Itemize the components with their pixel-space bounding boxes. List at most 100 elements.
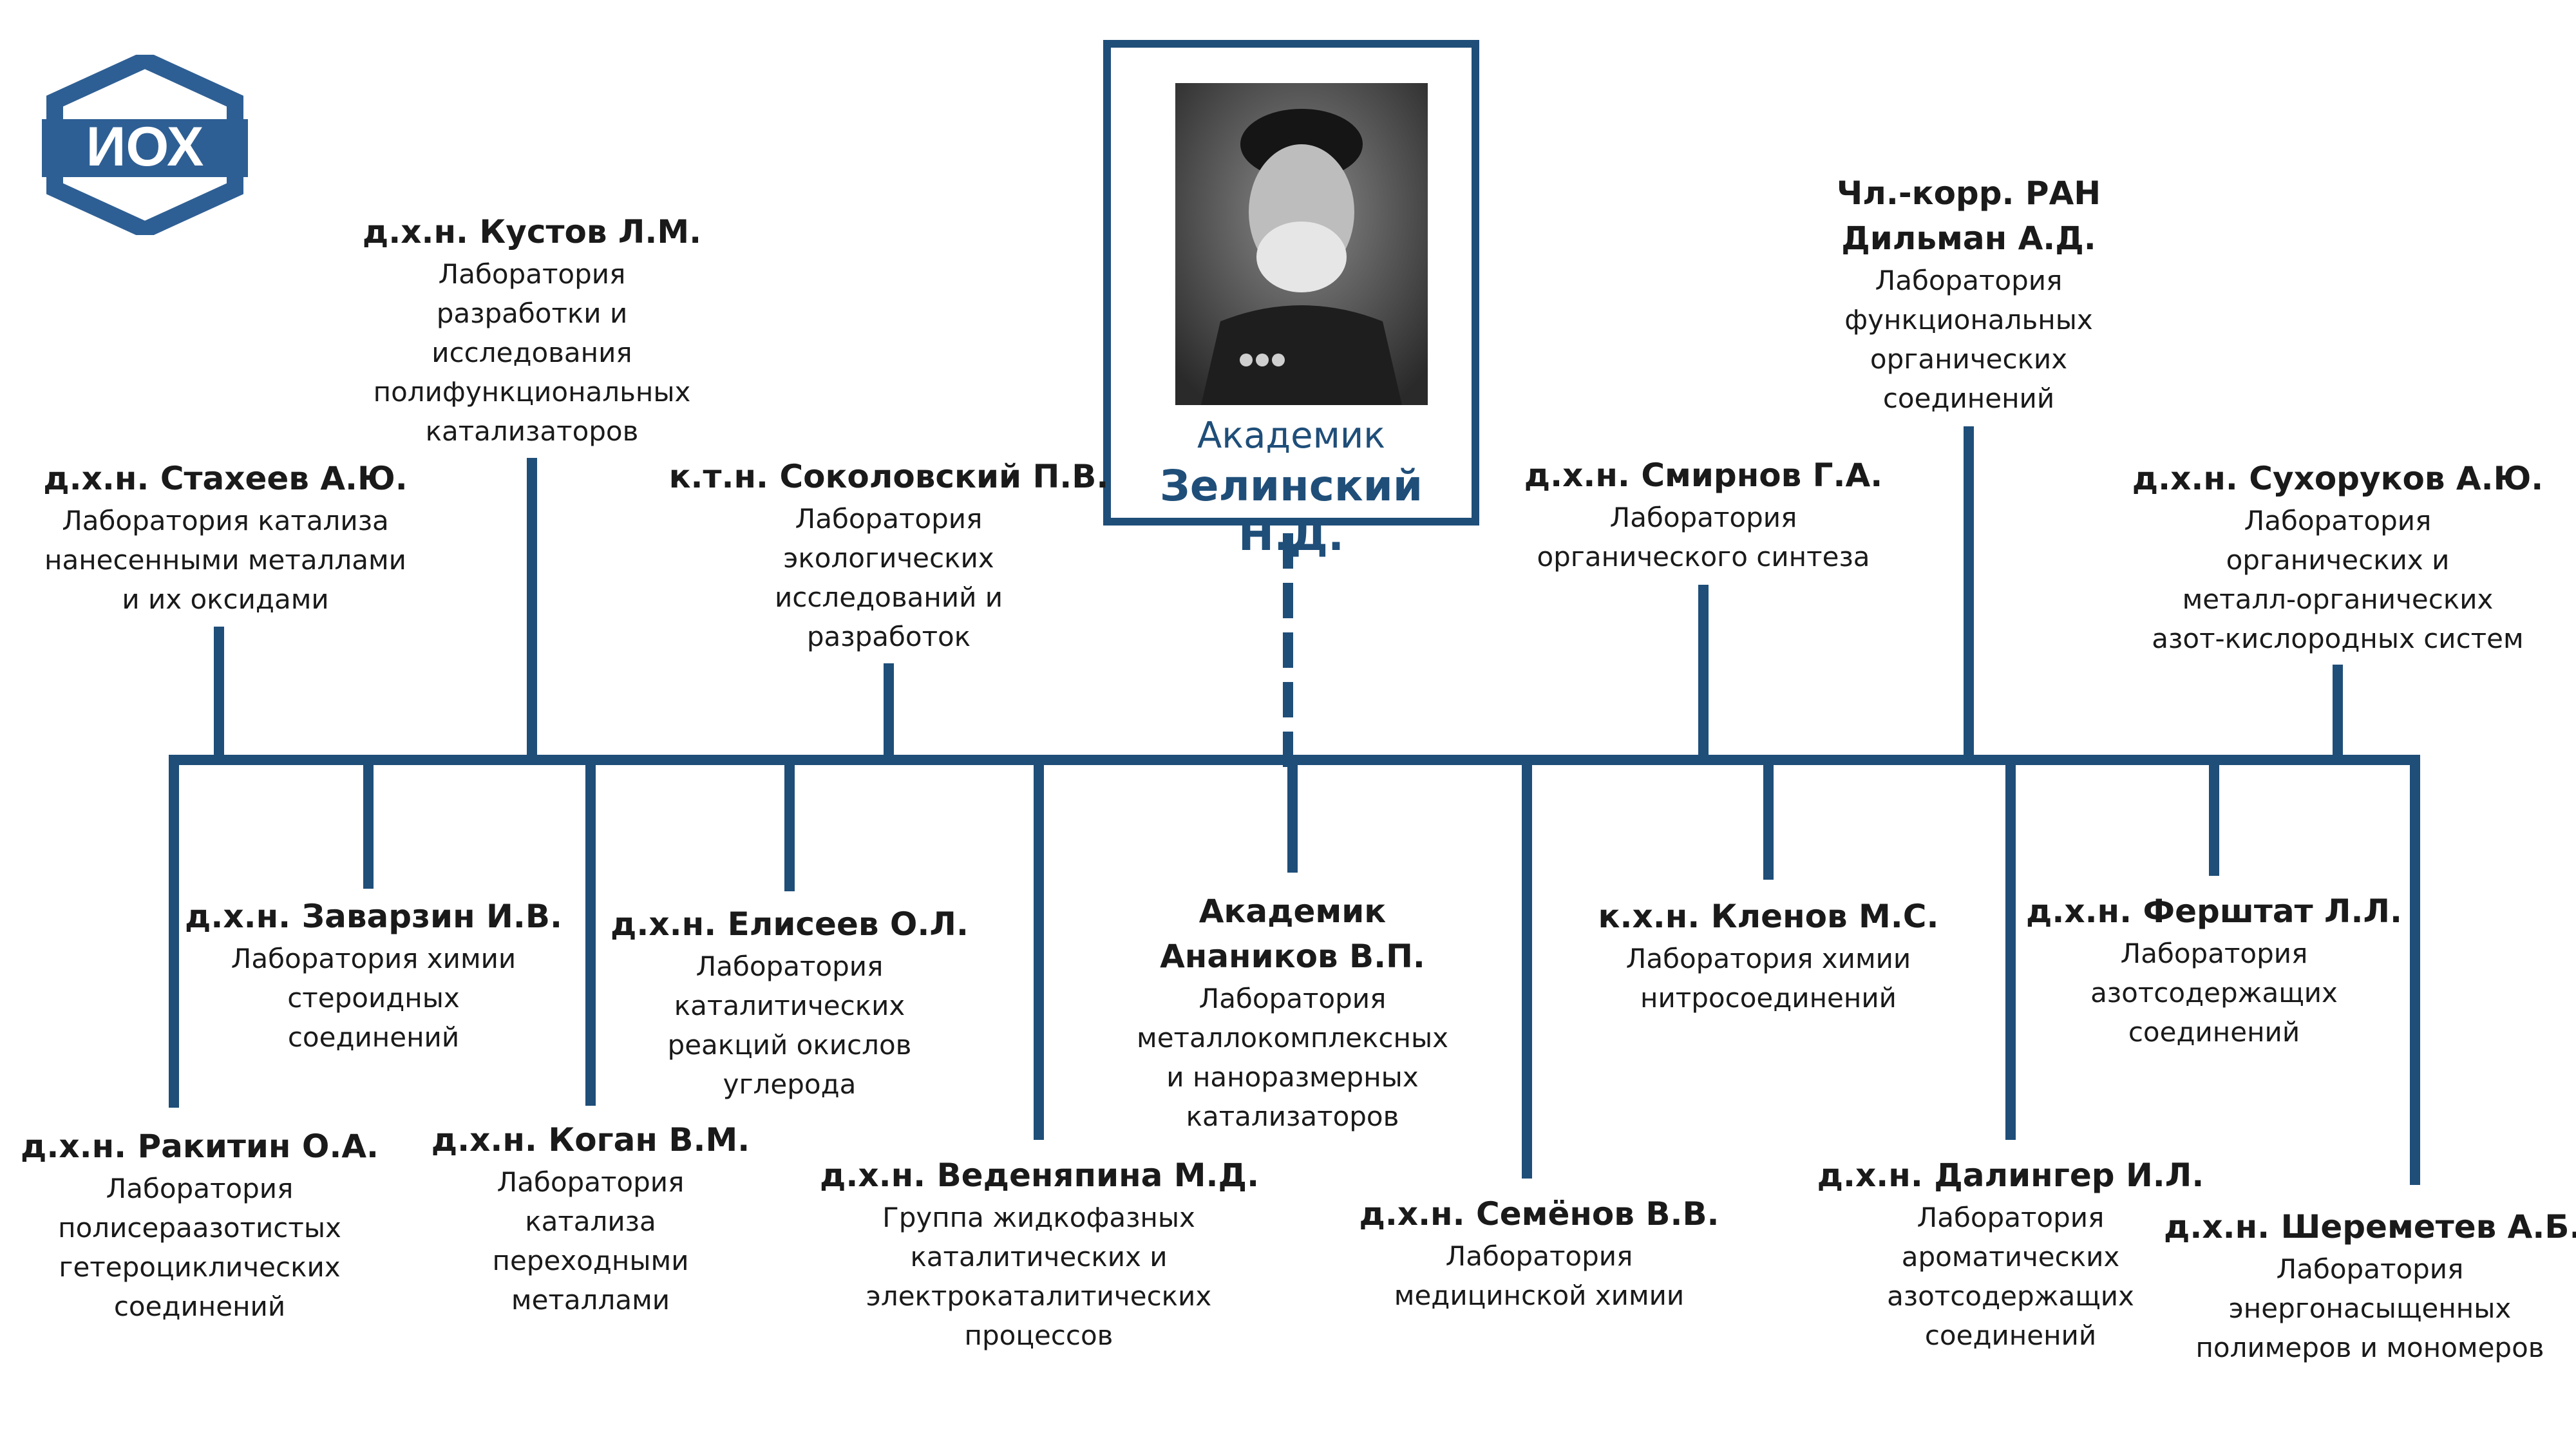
connector-line bbox=[1763, 760, 1774, 880]
connector-line bbox=[1522, 760, 1532, 1179]
head-name: д.х.н. Ракитин О.А. bbox=[20, 1128, 379, 1165]
lab-line: органического синтеза bbox=[1537, 541, 1870, 573]
connector-line bbox=[169, 760, 179, 1108]
connector-line bbox=[1287, 760, 1298, 873]
lab-line: Лаборатория bbox=[1198, 983, 1387, 1014]
lab-line: Лаборатория химии bbox=[231, 943, 516, 974]
head-name: Дильман А.Д. bbox=[1841, 220, 2096, 257]
lab-line: Лаборатория bbox=[438, 258, 626, 290]
lab-line: Группа жидкофазных bbox=[882, 1202, 1195, 1233]
lab-line: медицинской химии bbox=[1394, 1280, 1685, 1311]
head-name: д.х.н. Стахеев А.Ю. bbox=[43, 460, 408, 497]
head-name: д.х.н. Смирнов Г.А. bbox=[1524, 457, 1883, 494]
lab-line: гетероциклических bbox=[59, 1251, 341, 1283]
lab-node-rakitin: д.х.н. Ракитин О.А. Лаборатория полисера… bbox=[6, 1124, 393, 1326]
lab-node-vedenyapina: д.х.н. Веденяпина М.Д. Группа жидкофазны… bbox=[820, 1153, 1260, 1355]
lab-line: процессов bbox=[964, 1320, 1113, 1351]
connector-line bbox=[585, 760, 596, 1106]
lab-line: электрокаталитических bbox=[866, 1280, 1212, 1312]
lab-line: соединений bbox=[287, 1021, 460, 1053]
head-name: д.х.н. Семёнов В.В. bbox=[1359, 1195, 1719, 1233]
head-name: д.х.н. Веденяпина М.Д. bbox=[820, 1157, 1260, 1194]
lab-line: разработок bbox=[806, 621, 971, 652]
lab-node-klenov: к.х.н. Кленов М.С. Лаборатория химии нит… bbox=[1562, 894, 1975, 1018]
lab-line: азотсодержащих bbox=[1887, 1280, 2134, 1312]
lab-line: металлокомплексных bbox=[1137, 1022, 1448, 1054]
connector-line bbox=[2005, 760, 2016, 1140]
lab-line: соединений bbox=[2128, 1016, 2300, 1048]
lab-line: реакций окислов bbox=[667, 1029, 912, 1061]
lab-line: соединений bbox=[113, 1291, 286, 1322]
founder-card: Академик Зелинский Н.Д. bbox=[1103, 40, 1479, 560]
head-name: д.х.н. Елисеев О.Л. bbox=[611, 905, 969, 943]
lab-line: переходными bbox=[492, 1245, 689, 1276]
head-name: д.х.н. Шереметев А.Б. bbox=[2164, 1208, 2576, 1245]
lab-line: полимеров и мономеров bbox=[2195, 1332, 2544, 1363]
head-title: Чл.-корр. РАН bbox=[1836, 175, 2101, 212]
lab-line: энергонасыщенных bbox=[2228, 1293, 2512, 1324]
logo-text: ИОХ bbox=[86, 116, 204, 178]
lab-line: полифункциональных bbox=[373, 376, 691, 408]
lab-node-semenov: д.х.н. Семёнов В.В. Лаборатория медицинс… bbox=[1336, 1191, 1742, 1315]
lab-line: Лаборатория bbox=[795, 503, 983, 535]
lab-node-zavarzin: д.х.н. Заварзин И.В. Лаборатория химии с… bbox=[180, 894, 567, 1057]
lab-line: и их оксидами bbox=[122, 583, 329, 615]
lab-line: Лаборатория bbox=[1917, 1202, 2105, 1233]
lab-line: ароматических bbox=[1901, 1241, 2120, 1273]
lab-line: катализа bbox=[525, 1206, 656, 1237]
lab-line: Лаборатория bbox=[497, 1166, 685, 1198]
connector-line bbox=[363, 760, 374, 889]
connector-line bbox=[784, 760, 795, 891]
connector-line bbox=[1964, 426, 1974, 755]
connector-line bbox=[2410, 760, 2420, 1185]
lab-node-sukhorukov: д.х.н. Сухоруков А.Ю. Лаборатория органи… bbox=[2119, 456, 2557, 658]
lab-line: Лаборатория химии bbox=[1625, 943, 1911, 974]
lab-line: каталитических bbox=[674, 990, 905, 1021]
lab-line: катализаторов bbox=[1186, 1101, 1399, 1132]
head-name: д.х.н. Далингер И.Л. bbox=[1817, 1157, 2204, 1194]
lab-line: Лаборатория катализа bbox=[62, 505, 389, 536]
connector-dash bbox=[1283, 583, 1293, 618]
head-name: д.х.н. Коган В.М. bbox=[431, 1121, 750, 1159]
lab-line: экологических bbox=[783, 542, 994, 574]
lab-line: Лаборатория bbox=[2244, 505, 2432, 536]
head-name: к.х.н. Кленов М.С. bbox=[1598, 898, 1939, 935]
lab-line: органических bbox=[1870, 343, 2068, 375]
institute-logo: ИОХ bbox=[42, 55, 248, 235]
connector-line bbox=[527, 458, 537, 755]
connector-line bbox=[884, 663, 894, 755]
head-name: Анаников В.П. bbox=[1160, 938, 1425, 975]
lab-line: металлами bbox=[511, 1284, 670, 1316]
lab-node-sheremetev: д.х.н. Шереметев А.Б. Лаборатория энерго… bbox=[2164, 1204, 2576, 1367]
lab-line: Лаборатория bbox=[1875, 265, 2063, 296]
lab-line: исследования bbox=[431, 337, 632, 368]
lab-node-ananikov: Академик Анаников В.П. Лаборатория метал… bbox=[1099, 889, 1486, 1136]
head-name: д.х.н. Сухоруков А.Ю. bbox=[2132, 460, 2544, 497]
lab-line: азот-кислородных систем bbox=[2152, 623, 2524, 654]
lab-node-dalinger: д.х.н. Далингер И.Л. Лаборатория аромати… bbox=[1804, 1153, 2217, 1355]
lab-node-dilman: Чл.-корр. РАН Дильман А.Д. Лаборатория ф… bbox=[1776, 171, 2162, 418]
lab-node-kustov: д.х.н. Кустов Л.М. Лаборатория разработк… bbox=[339, 209, 725, 451]
connector-dash bbox=[1283, 533, 1293, 569]
lab-line: соединений bbox=[1882, 383, 2055, 414]
lab-node-sokolovsky: к.т.н. Соколовский П.В. Лаборатория экол… bbox=[663, 454, 1114, 656]
lab-node-stakheev: д.х.н. Стахеев А.Ю. Лаборатория катализа… bbox=[13, 456, 438, 619]
lab-line: функциональных bbox=[1844, 304, 2093, 336]
lab-line: металл-органических bbox=[2182, 583, 2494, 615]
head-title: Академик bbox=[1198, 893, 1387, 930]
lab-line: каталитических и bbox=[910, 1241, 1168, 1273]
head-name: д.х.н. Заварзин И.В. bbox=[185, 898, 562, 935]
portrait-photo bbox=[1175, 83, 1428, 405]
connector-line bbox=[1698, 585, 1709, 755]
head-name: д.х.н. Кустов Л.М. bbox=[362, 213, 702, 251]
head-name: д.х.н. Ферштат Л.Л. bbox=[2025, 893, 2403, 930]
lab-node-kogan: д.х.н. Коган В.М. Лаборатория катализа п… bbox=[397, 1117, 784, 1320]
lab-line: углерода bbox=[723, 1068, 857, 1100]
lab-line: Лаборатория bbox=[2120, 938, 2308, 969]
connector-line bbox=[2209, 760, 2219, 876]
head-name: к.т.н. Соколовский П.В. bbox=[668, 458, 1109, 495]
lab-line: исследований и bbox=[774, 582, 1003, 613]
lab-line: разработки и bbox=[436, 298, 628, 329]
connector-line bbox=[1034, 760, 1044, 1140]
lab-line: азотсодержащих bbox=[2090, 977, 2338, 1009]
